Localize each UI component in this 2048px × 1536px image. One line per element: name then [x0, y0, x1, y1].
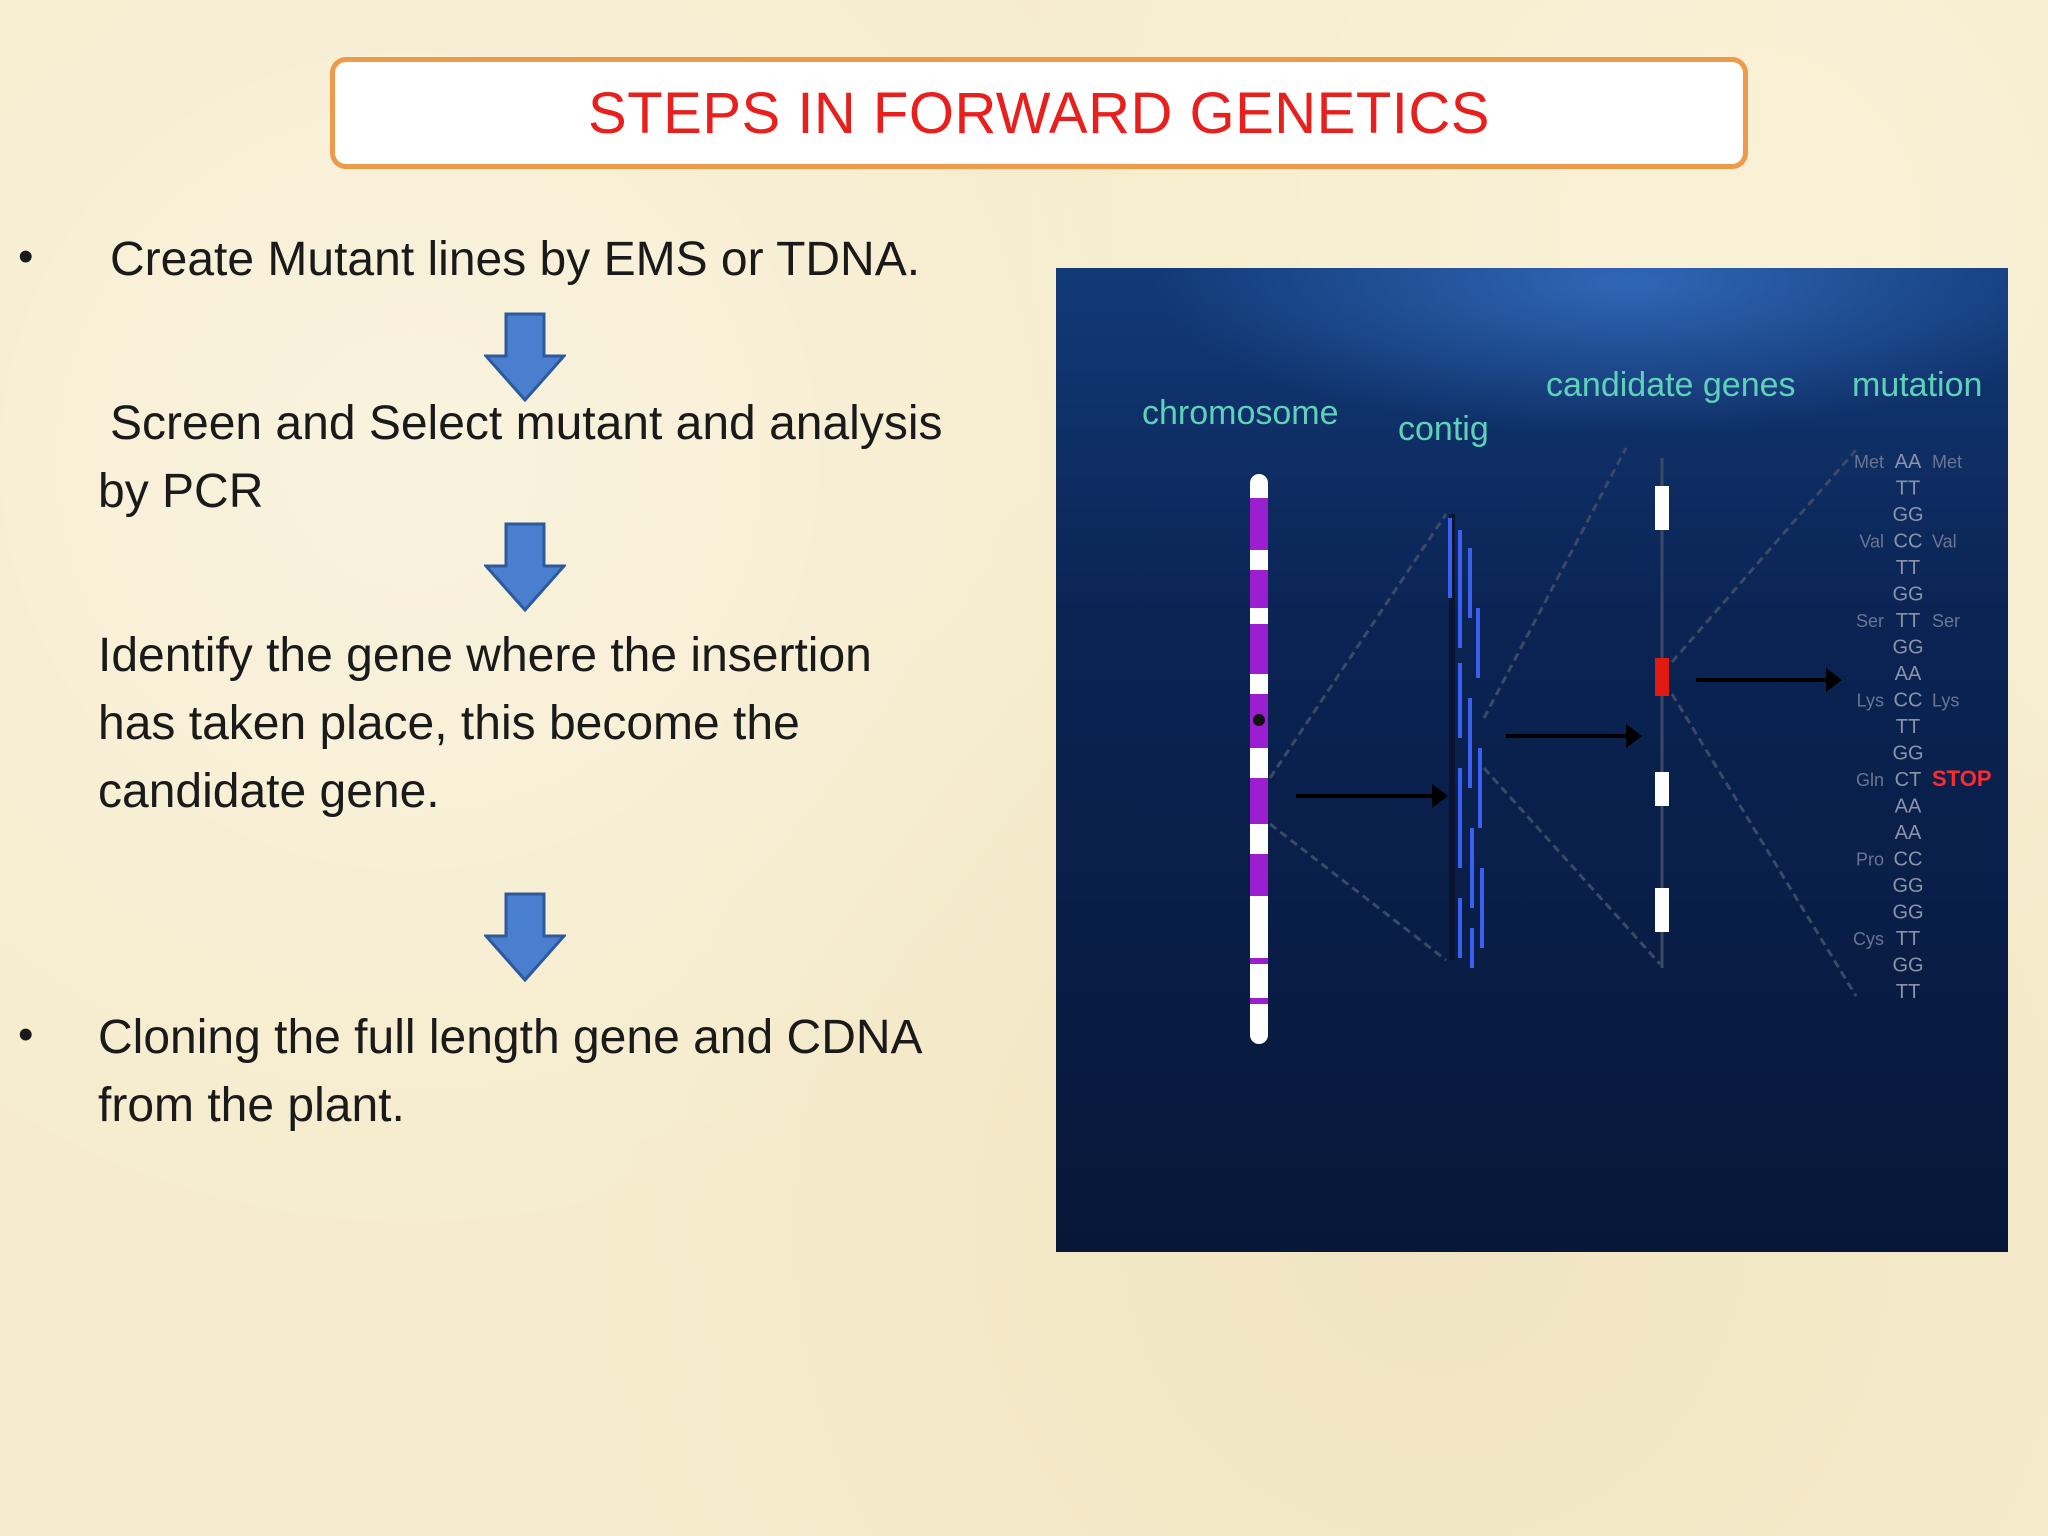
sequence-aa-right: Met [1932, 452, 1962, 472]
step-2-line-2: by PCR [98, 465, 264, 518]
sequence-bases: CT [1895, 769, 1922, 791]
step-3-line-2: has taken place, this become the [98, 697, 800, 750]
sequence-bases: CC [1894, 849, 1923, 871]
step-4-line-1: Cloning the full length gene and CDNA [98, 1011, 923, 1064]
down-arrow-3-icon [484, 892, 566, 982]
forward-genetics-figure: chromosome contig candidate genes mutati… [1056, 268, 2008, 1252]
arrow-to-mutation-icon [1826, 668, 1842, 692]
arrow-to-candidate-icon [1626, 724, 1642, 748]
sequence-bases: CC [1894, 690, 1923, 712]
sequence-bases: AA [1895, 822, 1922, 844]
bullet-1: • [18, 232, 34, 281]
sequence-aa-right: Val [1932, 532, 1957, 552]
stop-codon-label: STOP [1932, 766, 1992, 791]
down-arrow-1-icon [484, 312, 566, 402]
chromosome-diagram [1250, 474, 1268, 1044]
sequence-aa-left: Cys [1853, 929, 1884, 949]
step-2-line-1: Screen and Select mutant and analysis [110, 397, 943, 450]
label-contig: contig [1398, 410, 1489, 448]
sequence-bases: GG [1892, 955, 1923, 977]
bullet-4: • [18, 1010, 34, 1059]
sequence-bases: AA [1895, 796, 1922, 818]
sequence-aa-left: Ser [1856, 611, 1884, 631]
sequence-aa-left: Lys [1857, 691, 1884, 711]
sequence-bases: TT [1896, 716, 1920, 738]
sequence-bases: TT [1896, 981, 1920, 1003]
candidate-genes-diagram [1655, 458, 1669, 968]
label-chromosome: chromosome [1142, 394, 1339, 432]
sequence-bases: GG [1892, 902, 1923, 924]
sequence-bases: GG [1892, 743, 1923, 765]
label-candidate-genes: candidate genes [1546, 366, 1796, 404]
step-4-line-2: from the plant. [98, 1079, 405, 1132]
arrow-to-contig-icon [1432, 784, 1448, 808]
sequence-bases: GG [1892, 504, 1923, 526]
step-1-text: Create Mutant lines by EMS or TDNA. [110, 233, 921, 286]
sequence-bases: GG [1892, 875, 1923, 897]
sequence-aa-left: Met [1854, 452, 1884, 472]
sequence-bases: TT [1896, 557, 1920, 579]
step-3-line-1: Identify the gene where the insertion [98, 629, 872, 682]
sequence-aa-right: Lys [1932, 691, 1959, 711]
sequence-bases: GG [1892, 584, 1923, 606]
step-3-line-3: candidate gene. [98, 765, 440, 818]
down-arrow-2-icon [484, 522, 566, 612]
sequence-bases: GG [1892, 637, 1923, 659]
figure-svg: chromosome contig candidate genes mutati… [1056, 268, 2008, 1252]
sequence-bases: AA [1895, 663, 1922, 685]
sequence-bases: TT [1896, 478, 1920, 500]
sequence-bases: TT [1896, 610, 1920, 632]
sequence-bases: AA [1895, 451, 1922, 473]
sequence-bases: TT [1896, 928, 1920, 950]
sequence-aa-left: Val [1859, 532, 1884, 552]
title-box: STEPS IN FORWARD GENETICS [330, 57, 1748, 169]
sequence-bases: CC [1894, 531, 1923, 553]
slide-title: STEPS IN FORWARD GENETICS [588, 80, 1490, 146]
sequence-aa-left: Gln [1856, 770, 1884, 790]
contig-diagram [1448, 514, 1484, 968]
label-mutation: mutation [1852, 366, 1982, 404]
sequence-aa-right: Ser [1932, 611, 1960, 631]
sequence-aa-left: Pro [1856, 850, 1884, 870]
